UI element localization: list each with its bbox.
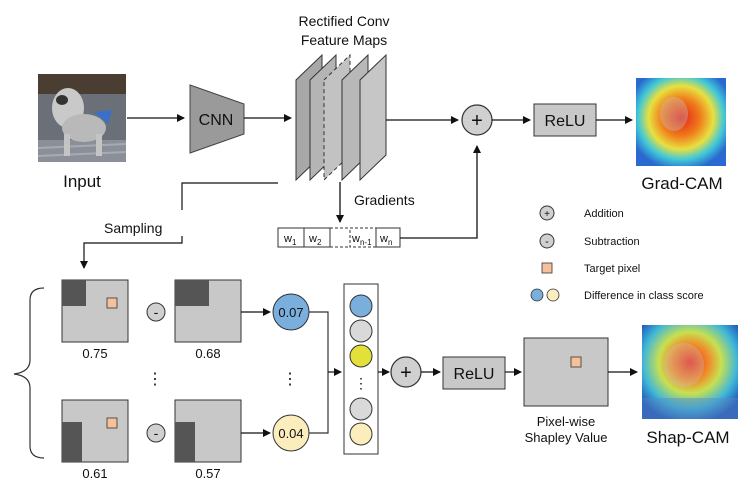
shap-cam-image [642,325,738,419]
legend-subtraction-label: Subtraction [584,236,640,248]
shapley-target-pixel [570,356,582,368]
score-row2-right: 0.57 [195,466,220,481]
grad-cam-label: Grad-CAM [641,174,722,193]
legend-diff-yellow-icon [546,288,560,302]
relu-block-top [533,103,597,137]
relu-block-bottom [442,356,506,390]
coalition-patch-row2-left [62,422,82,462]
legend-diff-blue-icon [530,288,544,302]
target-pixel-row1 [106,297,118,309]
sampling-label: Sampling [104,220,162,236]
addition-node-top-symbol: + [471,110,483,132]
addition-node-bottom-symbol: + [400,362,412,384]
shapley-label-line2: Shapley Value [525,430,608,445]
input-image [37,74,127,162]
subtraction-symbol-row1: - [154,304,159,320]
weight-vector [277,227,401,248]
legend-addition-symbol: + [544,209,550,220]
legend-target-pixel-label: Target pixel [584,263,640,275]
gradients-label: Gradients [354,192,415,208]
cnn-block [189,84,245,154]
diff-value-row1: 0.07 [278,305,303,320]
samples-brace [13,287,45,459]
sampling-arrow [80,236,183,269]
coalition-patch-row1-right [175,280,209,306]
weight-wn: wn [379,233,392,247]
sampling-line-top [181,182,278,210]
vdots-diffs: ⋮ [282,371,298,388]
merge-bracket [309,311,329,434]
feature-maps-title-line1: Rectified Conv [298,13,389,29]
weight-w1: w1 [283,233,297,247]
coalition-patch-row2-right [175,422,195,462]
vdots-vector: ⋮ [354,375,368,391]
cnn-label: CNN [199,112,234,129]
legend-target-pixel-icon [541,262,553,274]
arrow-weights-to-plus [400,145,481,239]
feature-maps-title-line2: Feature Maps [301,32,387,48]
legend-subtraction-symbol: - [545,236,549,248]
weight-w2: w2 [308,233,322,247]
score-row1-left: 0.75 [82,346,107,361]
input-label: Input [63,172,101,191]
feature-map-stack [295,53,387,182]
subtraction-symbol-row2: - [154,425,159,441]
weight-wn-1: wn-1 [351,233,372,247]
shap-cam-label: Shap-CAM [646,428,729,447]
legend-addition-label: Addition [584,208,624,220]
relu-label-top: ReLU [545,113,586,130]
coalition-patch-row1-left [62,280,86,306]
score-row2-left: 0.61 [82,466,107,481]
grad-cam-image [636,78,726,166]
subtraction-node-row1 [146,302,166,322]
shapley-value-map [523,337,609,407]
target-pixel-row2 [106,417,118,429]
legend-addition-icon [539,205,555,221]
shapley-label-line1: Pixel-wise [537,414,596,429]
relu-label-bottom: ReLU [454,366,495,383]
score-row1-right: 0.68 [195,346,220,361]
vdots-samples-left: ⋮ [147,371,163,388]
legend-subtraction-icon [539,233,555,249]
difference-vector [343,283,379,455]
legend-diff-label: Difference in class score [584,290,704,302]
subtraction-node-row2 [146,423,166,443]
diff-value-row2: 0.04 [278,426,303,441]
